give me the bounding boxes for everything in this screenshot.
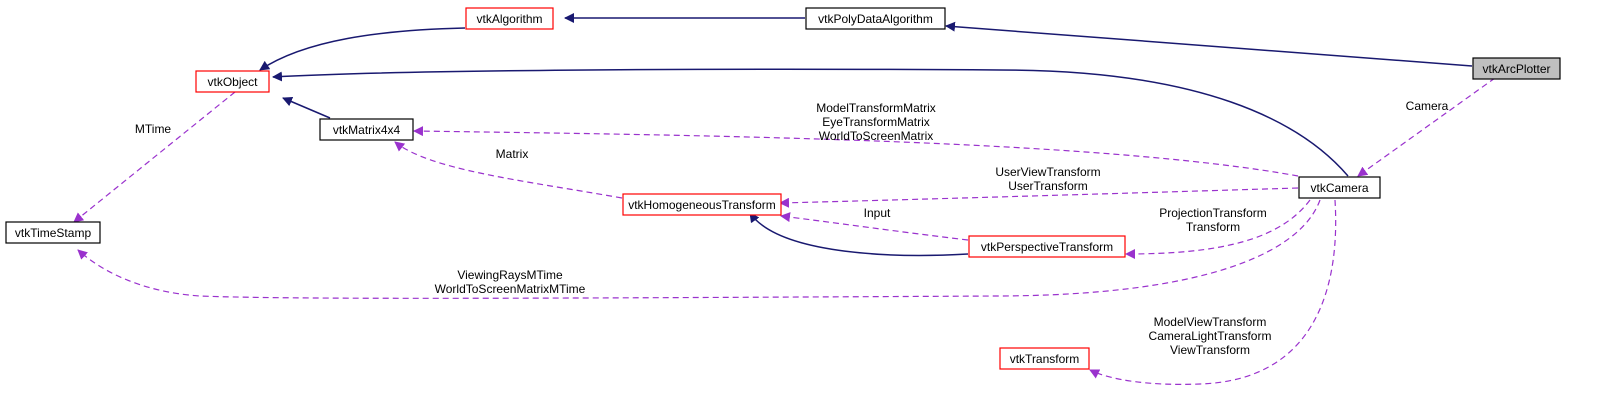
edge-label-line: Transform	[1186, 220, 1240, 234]
edge-label-line: ModelViewTransform	[1154, 315, 1267, 329]
edge-label-line: WorldToScreenMatrix	[819, 129, 933, 143]
edge-camera-to-perspective	[1125, 199, 1311, 259]
node-label: vtkTransform	[1010, 352, 1080, 366]
edge-mtime-object-to-timestamp	[73, 91, 236, 223]
node-vtkcamera[interactable]: vtkCamera	[1298, 176, 1381, 199]
edge-label-line: WorldToScreenMatrixMTime	[435, 282, 586, 296]
node-label: vtkArcPlotter	[1482, 62, 1550, 76]
edge-object-to-algorithm	[259, 27, 466, 71]
edge-label-camera-matrices: ModelTransformMatrix EyeTransformMatrix …	[816, 101, 936, 143]
edge-label-line: EyeTransformMatrix	[822, 115, 930, 129]
edge-matrix-to-homogeneous	[394, 141, 623, 199]
node-label: vtkPerspectiveTransform	[981, 240, 1113, 254]
node-label: vtkPolyDataAlgorithm	[818, 12, 933, 26]
edge-label-input: Input	[864, 206, 891, 220]
node-vtkhomogeneoustransform[interactable]: vtkHomogeneousTransform	[622, 193, 782, 216]
edge-label-camera: Camera	[1406, 99, 1449, 113]
edge-label-camera-user: UserViewTransform UserTransform	[995, 165, 1100, 193]
edge-label-line: Matrix	[496, 147, 529, 161]
edge-input-perspective-to-homogeneous	[780, 212, 969, 241]
edge-homogeneous-to-perspective	[749, 212, 969, 257]
edge-label-line: Input	[864, 206, 891, 220]
node-vtkpolydataalgorithm[interactable]: vtkPolyDataAlgorithm	[805, 7, 946, 30]
edge-label-mtime: MTime	[135, 122, 172, 136]
node-vtktransform[interactable]: vtkTransform	[999, 347, 1090, 370]
edge-object-to-matrix	[282, 96, 331, 119]
edge-label-line: UserTransform	[1008, 179, 1088, 193]
edge-label-line: UserViewTransform	[995, 165, 1100, 179]
edge-label-line: ViewTransform	[1170, 343, 1250, 357]
node-label: vtkCamera	[1310, 181, 1368, 195]
node-label: vtkHomogeneousTransform	[628, 198, 776, 212]
node-label: vtkObject	[207, 75, 258, 89]
edge-label-line: ViewingRaysMTime	[457, 268, 563, 282]
edge-label-matrix: Matrix	[496, 147, 529, 161]
node-vtkarcplotter[interactable]: vtkArcPlotter	[1472, 57, 1561, 80]
edge-camera-to-matrix4x4	[413, 126, 1299, 177]
edge-label-camera-projection: ProjectionTransform Transform	[1159, 206, 1267, 234]
node-vtktimestamp[interactable]: vtkTimeStamp	[5, 221, 101, 244]
node-vtkobject[interactable]: vtkObject	[195, 70, 270, 93]
edge-label-line: MTime	[135, 122, 172, 136]
node-vtkmatrix4x4[interactable]: vtkMatrix4x4	[319, 118, 414, 141]
edge-label-camera-mtime: ViewingRaysMTime WorldToScreenMatrixMTim…	[435, 268, 586, 296]
edge-label-line: CameraLightTransform	[1149, 329, 1272, 343]
node-vtkperspectivetransform[interactable]: vtkPerspectiveTransform	[968, 235, 1126, 258]
edge-label-line: ModelTransformMatrix	[816, 101, 936, 115]
edge-polydataalgorithm-to-arcplotter	[945, 21, 1473, 67]
edge-camera-to-homogeneous	[779, 187, 1299, 208]
node-label: vtkAlgorithm	[476, 12, 542, 26]
edge-camera-from-arcplotter	[1357, 77, 1496, 177]
edge-label-line: Camera	[1406, 99, 1449, 113]
node-label: vtkTimeStamp	[15, 226, 92, 240]
edge-label-camera-view: ModelViewTransform CameraLightTransform …	[1149, 315, 1272, 357]
edge-object-to-camera	[272, 68, 1349, 177]
node-label: vtkMatrix4x4	[333, 123, 401, 137]
edge-label-line: ProjectionTransform	[1159, 206, 1267, 220]
node-vtkalgorithm[interactable]: vtkAlgorithm	[465, 7, 554, 30]
edge-camera-to-transform	[1089, 199, 1337, 385]
edge-camera-to-timestamp	[77, 199, 1321, 299]
